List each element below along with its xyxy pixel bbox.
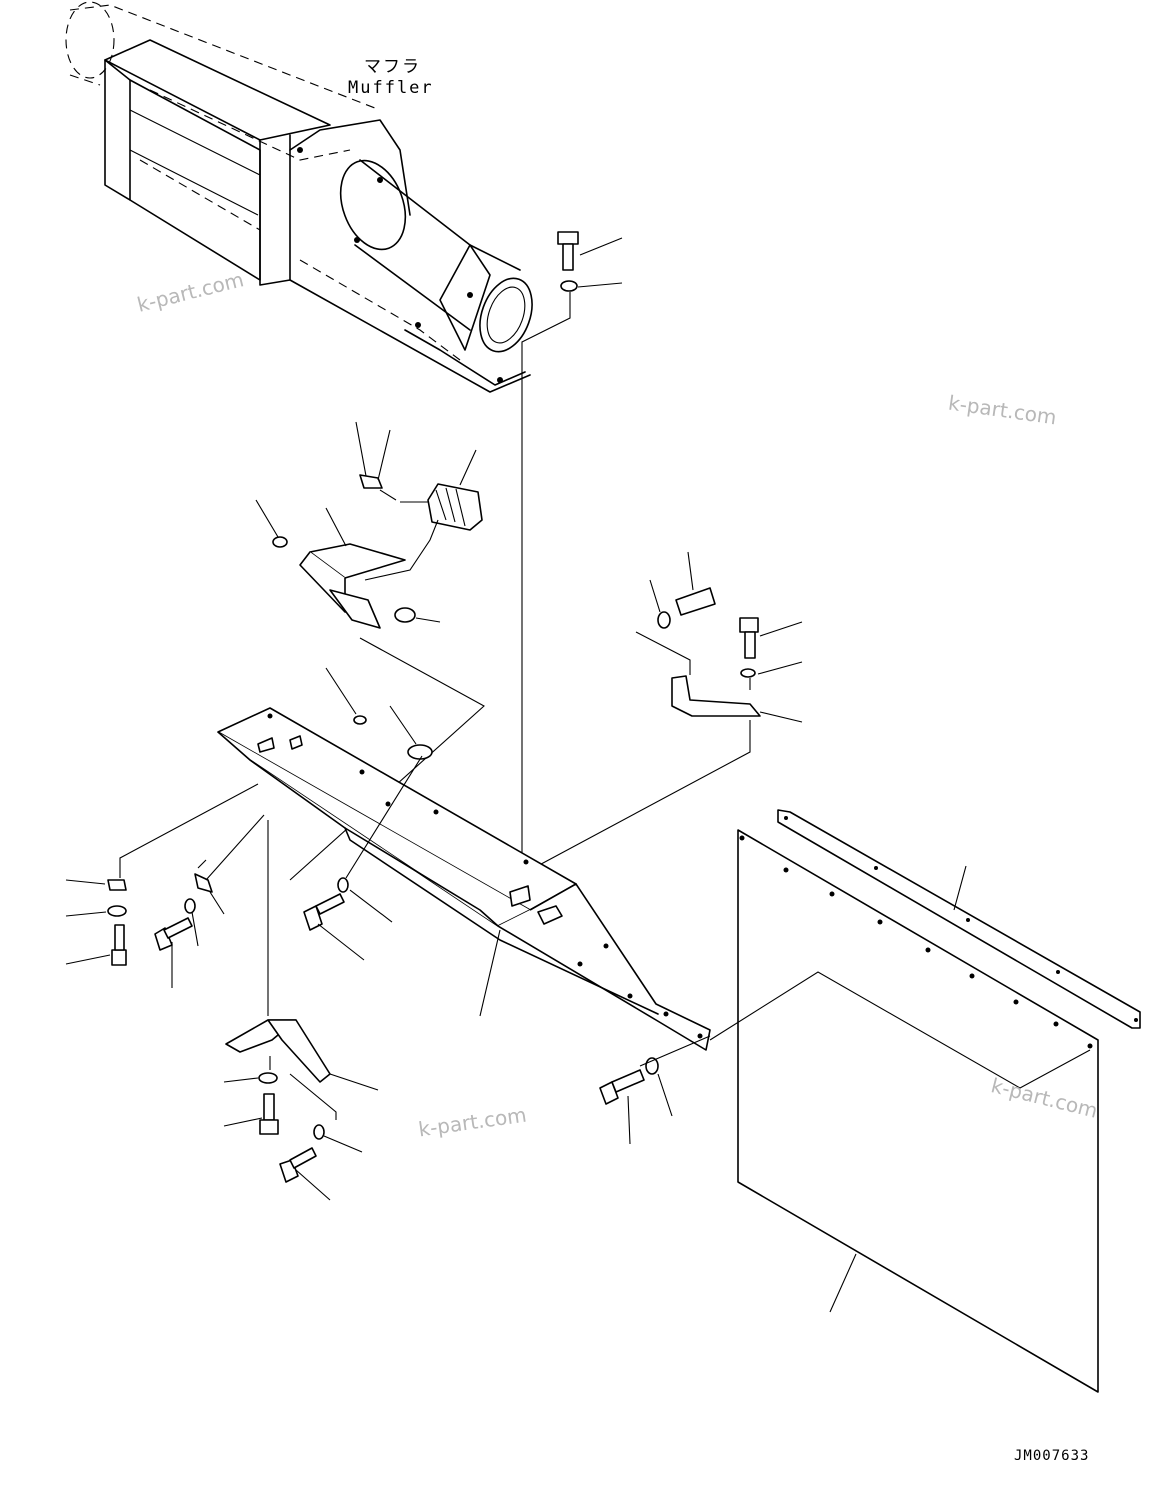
lower-bracket-assembly	[223, 820, 379, 1201]
bracket-assembly-right	[529, 551, 803, 871]
hardware-center	[599, 1035, 711, 1145]
drawing-id: JM007633	[1014, 1448, 1090, 1464]
muffler-assembly	[65, 1, 533, 393]
hardware-left	[65, 755, 423, 988]
muffler-label-en: Muffler	[348, 78, 434, 98]
muffler-label-jp: マフラ	[364, 57, 421, 77]
bolt-washer-set-top	[521, 231, 623, 870]
main-mounting-bracket	[217, 667, 711, 1051]
mud-flap-assembly	[709, 809, 1141, 1393]
work-lamp-assembly	[255, 421, 485, 881]
